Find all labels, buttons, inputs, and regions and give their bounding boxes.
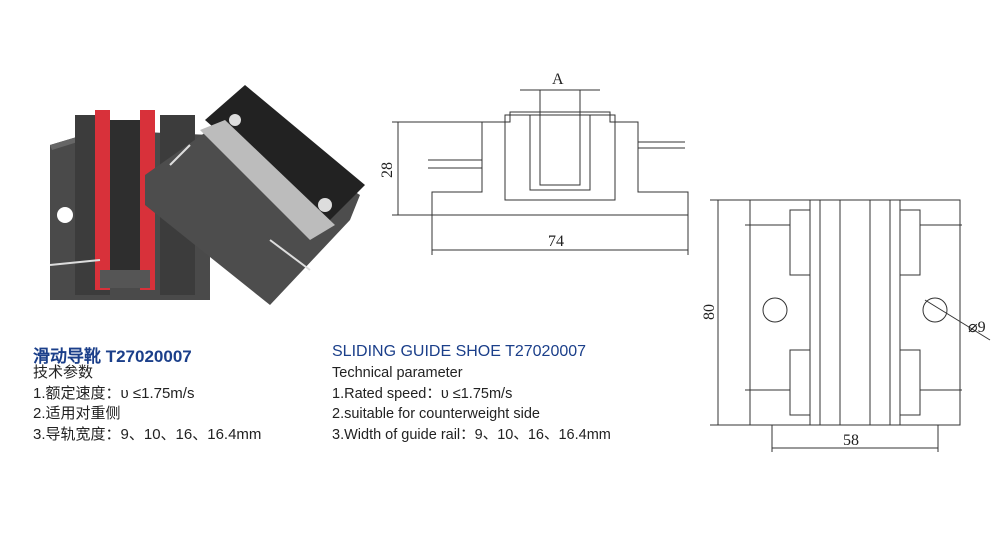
spec-item-en: 1.Rated speed：υ ≤1.75m/s: [332, 385, 513, 402]
specs-cn: 技术参数 1.额定速度：υ ≤1.75m/s 2.适用对重侧 3.导轨宽度：9、…: [33, 363, 261, 445]
side-view-drawing: 80 58 ⌀9: [701, 199, 991, 452]
specs-heading-cn: 技术参数: [33, 364, 94, 381]
front-view-drawing: A 28 74: [379, 71, 689, 255]
spec-item-cn: 3.导轨宽度：9、10、16、16.4mm: [33, 425, 262, 443]
spec-item-cn: 1.额定速度：υ ≤1.75m/s: [33, 384, 195, 402]
dim-height-label: 28: [379, 162, 396, 178]
specs-en: Technical parameter 1.Rated speed：υ ≤1.7…: [332, 363, 611, 445]
product-title-en: SLIDING GUIDE SHOE T27020007: [332, 343, 587, 360]
spec-item-en: 2.suitable for counterweight side: [332, 406, 540, 422]
spec-item-cn: 2.适用对重侧: [33, 405, 121, 422]
spec-item-en: 3.Width of guide rail：9、10、16、16.4mm: [332, 426, 611, 443]
dim-a-label: A: [552, 71, 564, 88]
right-shoe-image: [145, 85, 365, 305]
dim-width-label: 74: [548, 233, 564, 250]
hole-diameter-label: ⌀9: [968, 319, 986, 336]
side-height-label: 80: [701, 304, 718, 320]
product-photo: [49, 85, 365, 305]
product-title-cn: 滑动导靴 T27020007: [33, 347, 192, 366]
side-width-label: 58: [843, 432, 859, 449]
specs-heading-en: Technical parameter: [332, 365, 463, 381]
